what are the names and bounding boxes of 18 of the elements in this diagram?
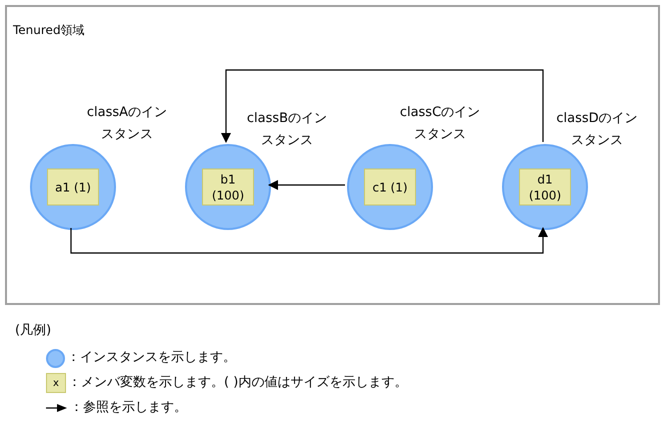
reference-arrow — [221, 69, 544, 143]
member-variable-box: b1 (100) — [202, 168, 254, 206]
instance-caption: classCのインスタンス — [398, 104, 482, 144]
region-box — [5, 5, 660, 305]
member-variable-box: c1 (1) — [364, 168, 416, 206]
instance-caption: classDのインスタンス — [555, 110, 639, 150]
member-variable-box: a1 (1) — [47, 168, 99, 206]
reference-arrow — [70, 227, 548, 254]
region-title: Tenured領域 — [13, 22, 85, 39]
instance-caption: classBのインスタンス — [246, 110, 328, 150]
reference-arrow — [268, 180, 345, 190]
member-variable-box: d1 (100) — [519, 168, 571, 206]
legend-box-swatch: x — [46, 373, 66, 393]
legend-title: (凡例) — [15, 322, 52, 340]
instance-caption: classAのインスタンス — [86, 104, 168, 144]
legend-text: ：メンバ変数を示します。( )内の値はサイズを示します。 — [68, 374, 408, 392]
legend-text: ：参照を示します。 — [70, 399, 187, 418]
legend-text: ：インスタンスを示します。 — [67, 349, 236, 368]
